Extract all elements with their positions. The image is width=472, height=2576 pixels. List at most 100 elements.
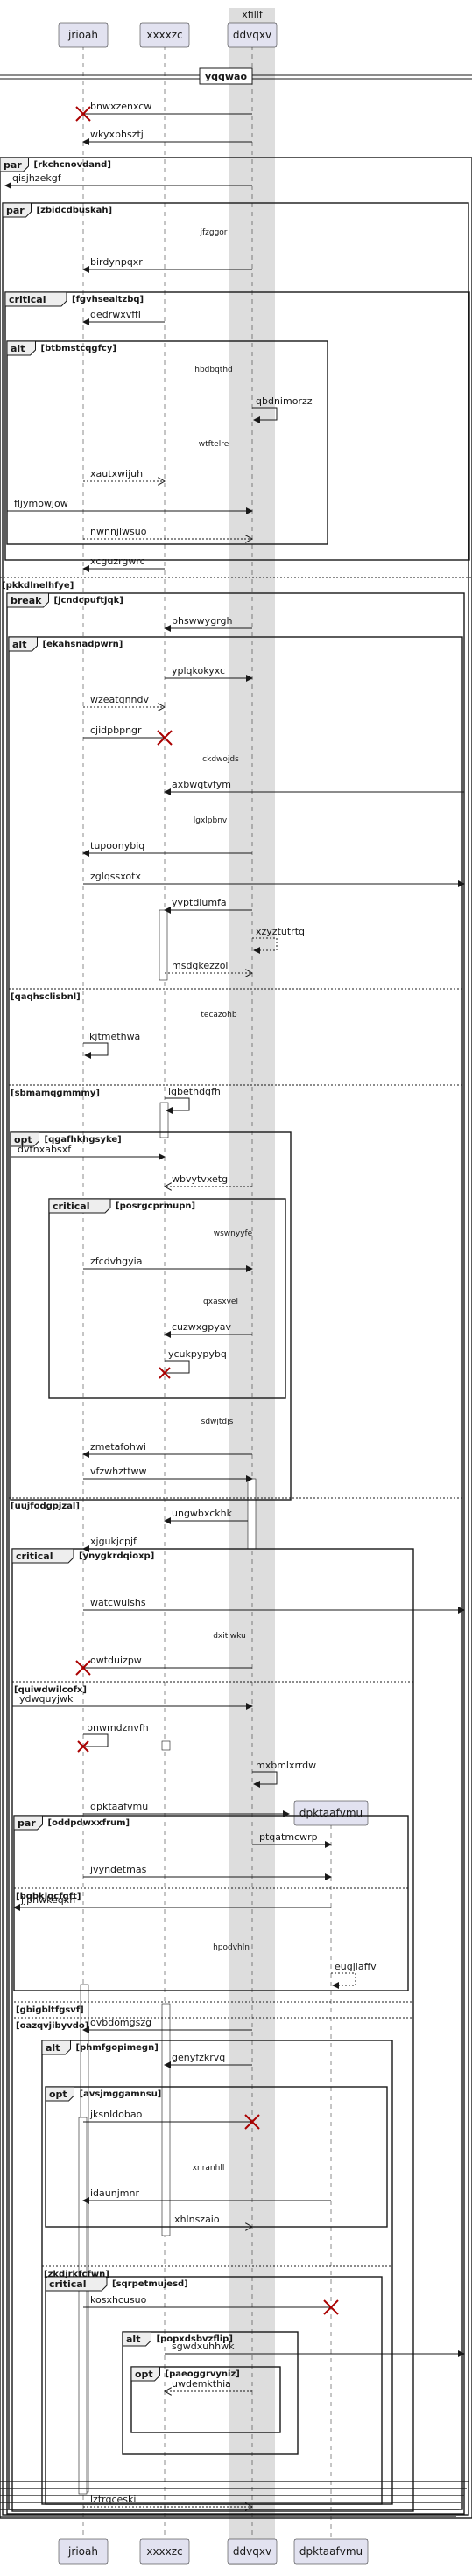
self-message bbox=[83, 1733, 109, 1747]
message-label: ycukpypybq bbox=[168, 1348, 227, 1360]
message-label: ydwquyjwk bbox=[19, 1693, 74, 1704]
else-label: [pkkdlnelhfye] bbox=[2, 581, 74, 591]
else-label: [bqbkjqcfgft] bbox=[16, 1892, 81, 1901]
message-label: uwdemkthia bbox=[172, 2378, 231, 2390]
participant-dpktaafvmu-bottom-label: dpktaafvmu bbox=[299, 2545, 363, 2558]
fragment-operator: break bbox=[11, 595, 42, 606]
fragment-tab bbox=[0, 157, 29, 172]
participant-dpktaafvmu-bottom bbox=[293, 2538, 369, 2565]
fragment-operator: opt bbox=[135, 2369, 153, 2380]
destroy-mark bbox=[75, 1660, 91, 1676]
message-label: ikjtmethwa bbox=[87, 1031, 140, 1042]
fragment-operator: critical bbox=[49, 2278, 86, 2290]
destroy-mark bbox=[157, 730, 173, 746]
participant-xxxxzc bbox=[139, 22, 190, 48]
self-message bbox=[252, 407, 278, 424]
fragment-condition: [btbmstcqgfcy] bbox=[41, 344, 116, 354]
message-label: cjidpbpngr bbox=[90, 724, 142, 736]
fragment-tab bbox=[10, 1131, 39, 1147]
participant-ddvqxv-label: ddvqxv bbox=[233, 29, 271, 41]
message-label: fljymowjow bbox=[14, 498, 68, 509]
participant-dpktaafvmu-label: dpktaafvmu bbox=[299, 1807, 363, 1819]
destroy-mark bbox=[159, 1367, 171, 1379]
participant-xxxxzc-label: xxxxzc bbox=[146, 29, 182, 41]
fragment-condition: [oddpdwxxfrum] bbox=[48, 1818, 130, 1828]
activation-bar bbox=[161, 1740, 171, 1751]
fragment-operator: par bbox=[4, 159, 22, 171]
message-label: qisjhzekgf bbox=[12, 172, 62, 184]
fragment-condition: [zbidcdbuskah] bbox=[37, 206, 113, 215]
participant-ddvqxv-bottom-label: ddvqxv bbox=[233, 2545, 271, 2558]
fragment-tab bbox=[13, 1815, 43, 1830]
fragment-condition: [sqrpetmujesd] bbox=[112, 2279, 188, 2289]
fragment-condition: [ynygkrdqioxp] bbox=[79, 1551, 154, 1561]
message-label: msdgkezzoi bbox=[172, 960, 229, 971]
message-label: axbwqtvfym bbox=[172, 779, 231, 790]
message-label: ungwbxckhk bbox=[172, 1508, 233, 1519]
fragment-tab bbox=[122, 2331, 151, 2347]
participant-jrioah-bottom-label: jrioah bbox=[67, 2545, 98, 2558]
message-note: hpodvhln bbox=[213, 1943, 250, 1952]
message-label: watcwuishs bbox=[90, 1597, 146, 1608]
participant-xxxxzc-bottom-label: xxxxzc bbox=[146, 2545, 182, 2558]
participant-jrioah-bottom bbox=[58, 2538, 109, 2565]
fragment-condition: [popxdsbvzflip] bbox=[157, 2334, 233, 2344]
self-message bbox=[165, 1097, 190, 1114]
destroy-mark bbox=[77, 1740, 89, 1753]
fragment-operator: par bbox=[6, 205, 25, 216]
fragment-condition: [ekahsnadpwrn] bbox=[43, 640, 123, 649]
else-label: [oazqvjibyvdo] bbox=[16, 2021, 88, 2031]
message-label: birdynpqxr bbox=[90, 256, 143, 268]
fragment-condition: [phmfgopimegn] bbox=[76, 2043, 159, 2053]
fragment-operator: critical bbox=[53, 1200, 89, 1212]
fragment-condition: [qgafhkhgsyke] bbox=[45, 1135, 122, 1144]
message-note: jfzggor bbox=[199, 228, 227, 237]
message-label: dvtnxabsxf bbox=[18, 1144, 72, 1155]
message-note: xnranhll bbox=[193, 2164, 225, 2173]
fragment-par bbox=[0, 157, 472, 2519]
message-label: dpktaafvmu bbox=[90, 1801, 148, 1812]
fragment-tab bbox=[45, 2276, 108, 2292]
participant-ddvqxv-bottom bbox=[227, 2538, 278, 2565]
message-label: jjpnwkeqxn bbox=[20, 1894, 75, 1906]
message-note: lgxlpbnv bbox=[194, 816, 228, 825]
message-label: nwnnjlwsuo bbox=[90, 526, 147, 537]
message-label: jvyndetmas bbox=[89, 1864, 147, 1875]
message-label: pnwmdznvfh bbox=[87, 1722, 149, 1733]
self-message bbox=[252, 937, 278, 954]
fragment-condition: [rkchcnovdand] bbox=[34, 160, 111, 170]
else-label: [quiwdwilcofx] bbox=[14, 1685, 87, 1695]
else-label: [zkdjrkfcfwn] bbox=[44, 2270, 109, 2279]
fragment-operator: alt bbox=[12, 639, 26, 650]
message-label: wbvytvxetg bbox=[172, 1173, 228, 1185]
activation-bar bbox=[247, 1478, 257, 1550]
message-label: bnwxzenxcw bbox=[90, 101, 151, 112]
fragment-opt bbox=[130, 2366, 281, 2433]
message-note: hbdbqthd bbox=[194, 366, 233, 374]
destroy-mark bbox=[323, 2300, 339, 2315]
fragment-operator: alt bbox=[46, 2042, 60, 2054]
fragment-operator: opt bbox=[14, 1134, 32, 1145]
message-label: genyfzkrvq bbox=[172, 2052, 225, 2063]
else-label: [uujfodgpjzal] bbox=[11, 1502, 80, 1511]
message-label: xcguzrgwrc bbox=[90, 556, 145, 567]
fragment-tab bbox=[130, 2366, 160, 2382]
message-label: xjgukjcpjf bbox=[90, 1536, 137, 1547]
message-label: qbdnimorzz bbox=[256, 396, 313, 407]
activation-bar bbox=[78, 2117, 88, 2495]
message-note: sdwjtdjs bbox=[201, 1418, 234, 1426]
fragment-operator: critical bbox=[16, 1550, 53, 1562]
fragment-critical bbox=[48, 1198, 286, 1399]
message-label: vfzwhzttww bbox=[90, 1466, 147, 1477]
fragment-operator: alt bbox=[126, 2334, 140, 2345]
fragment-alt bbox=[122, 2331, 299, 2455]
fragment-opt bbox=[45, 2086, 388, 2228]
self-message bbox=[83, 1042, 109, 1059]
fragment-tab bbox=[6, 340, 36, 356]
fragment-condition: [avsjmggamnsu] bbox=[80, 2090, 162, 2099]
fragment-alt bbox=[6, 340, 328, 545]
message-label: lztrqceski bbox=[90, 2494, 136, 2505]
message-note: wtftelre bbox=[199, 440, 229, 449]
participant-jrioah bbox=[58, 22, 109, 48]
